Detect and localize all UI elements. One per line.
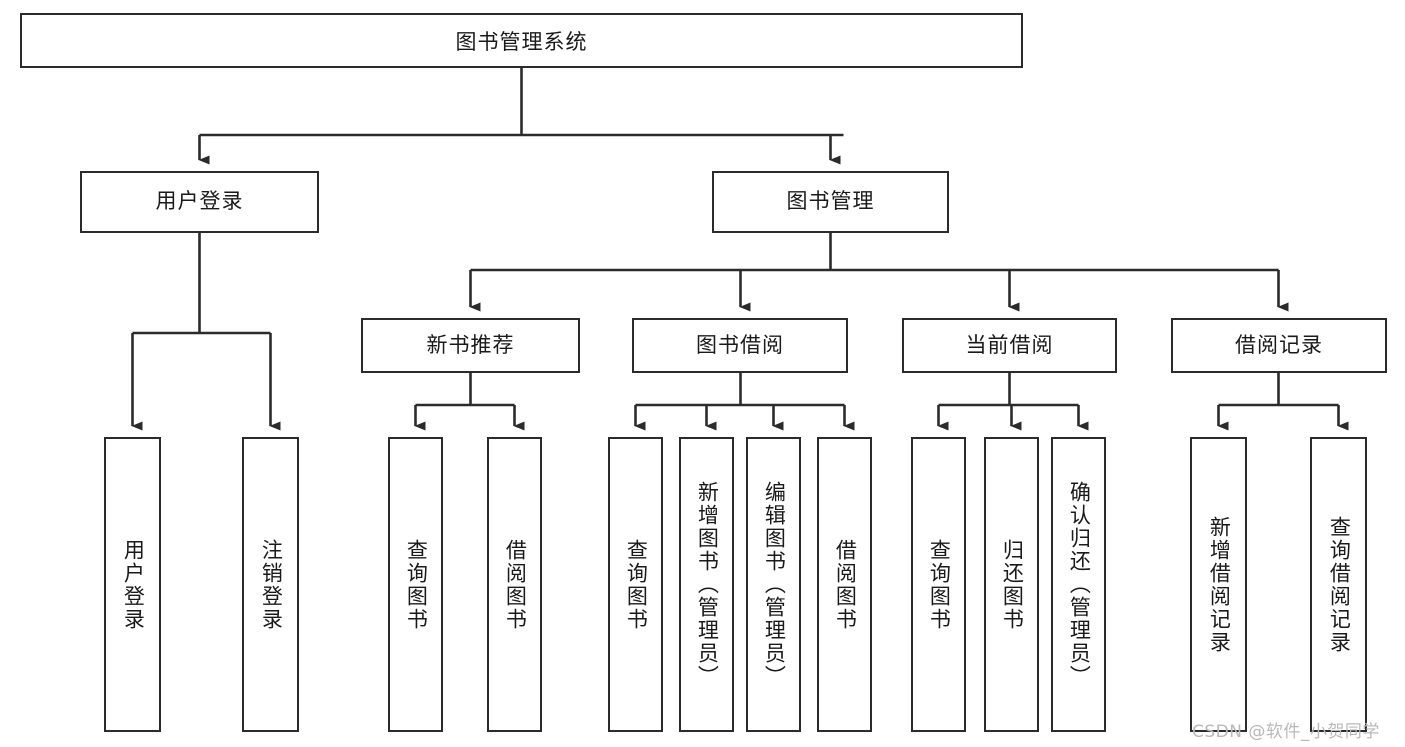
- leaf-node-user-login[interactable]: 用户登录: [104, 437, 161, 732]
- leaf-node-query-book-borrow[interactable]: 查询图书: [608, 437, 663, 732]
- leaf-node-query-borrow-record[interactable]: 查询借阅记录: [1310, 437, 1367, 732]
- leaf-node-add-borrow-record[interactable]: 新增借阅记录: [1190, 437, 1247, 732]
- node-current-borrow[interactable]: 当前借阅: [902, 318, 1117, 373]
- node-borrow-record[interactable]: 借阅记录: [1171, 318, 1387, 373]
- leaf-node-query-book-current[interactable]: 查询图书: [911, 437, 966, 732]
- node-book-management[interactable]: 图书管理: [712, 171, 949, 233]
- node-user-login[interactable]: 用户登录: [80, 171, 319, 233]
- csdn-watermark: CSDN @软件_小贺同学: [1192, 722, 1380, 742]
- leaf-node-edit-book-admin[interactable]: 编辑图书（管理员）: [746, 437, 801, 732]
- leaf-node-confirm-return-admin[interactable]: 确认归还（管理员）: [1051, 437, 1106, 732]
- leaf-node-add-book-admin[interactable]: 新增图书（管理员）: [679, 437, 734, 732]
- leaf-node-borrow-book-recommend[interactable]: 借阅图书: [487, 437, 542, 732]
- node-book-borrow[interactable]: 图书借阅: [632, 318, 848, 373]
- leaf-node-borrow-book[interactable]: 借阅图书: [817, 437, 872, 732]
- node-root-book-management-system[interactable]: 图书管理系统: [20, 13, 1023, 68]
- leaf-node-logout[interactable]: 注销登录: [242, 437, 299, 732]
- leaf-node-return-book[interactable]: 归还图书: [984, 437, 1039, 732]
- node-new-book-recommend[interactable]: 新书推荐: [361, 318, 580, 373]
- leaf-node-query-book-recommend[interactable]: 查询图书: [388, 437, 443, 732]
